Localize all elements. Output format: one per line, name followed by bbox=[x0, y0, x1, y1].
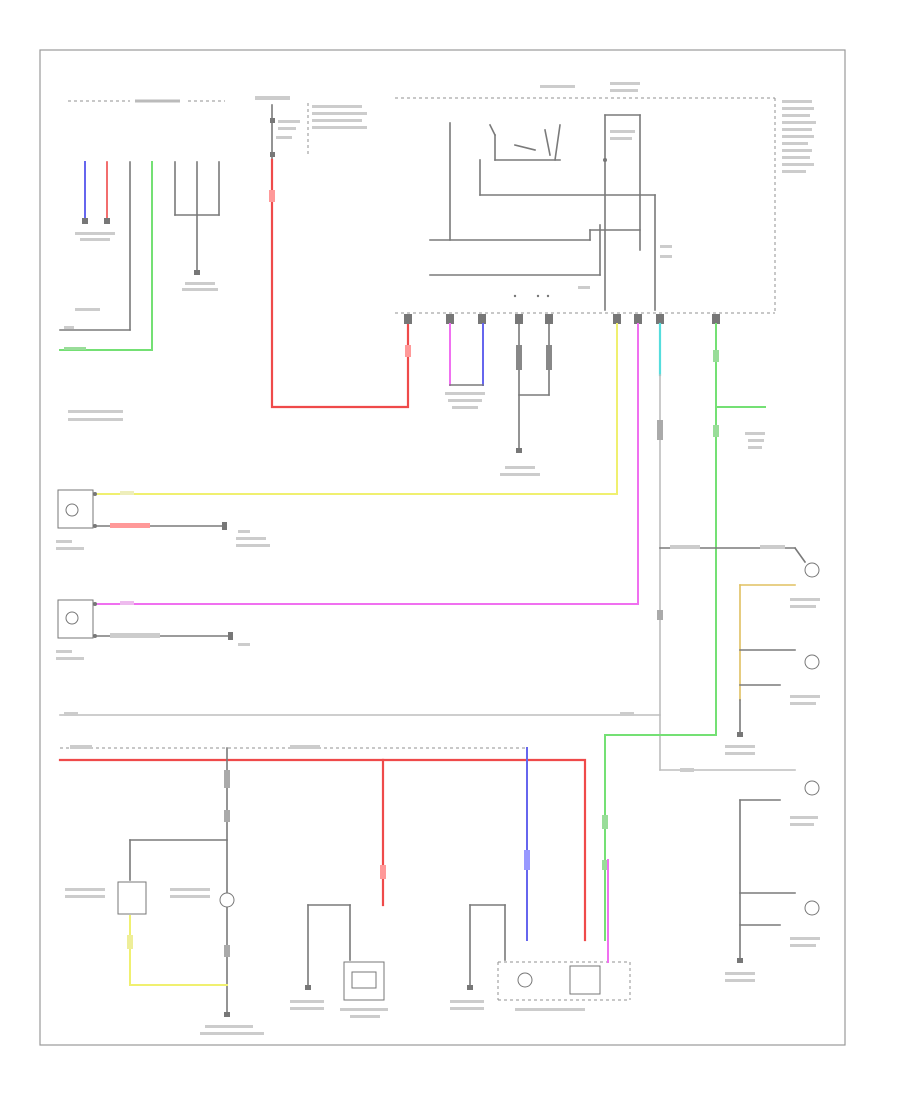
front-left-lamp bbox=[56, 489, 270, 550]
diagram-frame bbox=[39, 49, 846, 1046]
ground-icon bbox=[194, 270, 200, 275]
right-side-lamps bbox=[659, 545, 820, 755]
right-bottom-unit bbox=[450, 859, 631, 1011]
relay-icon bbox=[569, 965, 601, 995]
front-right-lamp bbox=[56, 599, 250, 660]
wire-label bbox=[657, 420, 663, 440]
fuse-block bbox=[255, 96, 367, 161]
label-mark bbox=[448, 399, 482, 402]
bottom-red-wire bbox=[58, 758, 587, 942]
legend-mark bbox=[68, 418, 123, 421]
yellow-wire bbox=[94, 323, 618, 495]
lamp-icon bbox=[804, 900, 820, 916]
label-mark bbox=[445, 392, 485, 395]
control-module bbox=[395, 82, 816, 314]
lamp-icon bbox=[65, 611, 79, 625]
left-return-wires bbox=[59, 308, 153, 351]
wire-label bbox=[524, 850, 530, 870]
center-bottom-unit bbox=[290, 904, 388, 1018]
steering-switch-column bbox=[65, 745, 320, 1035]
ground-icon bbox=[737, 732, 743, 737]
connector-icon bbox=[82, 218, 88, 224]
green-wire-run bbox=[602, 323, 766, 941]
label-mark bbox=[452, 406, 478, 409]
module-connector-row bbox=[404, 314, 720, 324]
pink-lamp-wire bbox=[94, 323, 639, 605]
red-wire-label bbox=[269, 190, 275, 202]
red-wire-label bbox=[405, 345, 411, 357]
ground-icon bbox=[305, 985, 311, 990]
lamp-icon bbox=[219, 892, 235, 908]
ground-icon bbox=[737, 958, 743, 963]
lamp-icon bbox=[517, 972, 533, 988]
ground-icon bbox=[224, 1012, 230, 1017]
lamp-icon bbox=[804, 654, 820, 670]
combination-switch-connectors bbox=[75, 161, 220, 351]
header-label-mark bbox=[135, 99, 180, 103]
relay-icon bbox=[343, 961, 385, 1001]
wire-label bbox=[64, 712, 78, 716]
ground-icon bbox=[222, 522, 227, 530]
ground-icon bbox=[516, 448, 522, 453]
ground-wires bbox=[500, 323, 552, 476]
ground-icon bbox=[467, 985, 473, 990]
wire-label bbox=[620, 712, 634, 716]
lamp-icon bbox=[804, 562, 820, 578]
wire-label bbox=[657, 610, 663, 620]
legend-mark bbox=[68, 410, 123, 413]
ground-icon bbox=[228, 632, 233, 640]
red-power-wire bbox=[270, 158, 410, 409]
rear-side-lamps bbox=[659, 768, 820, 982]
lamp-icon bbox=[804, 780, 820, 796]
lamp-icon bbox=[65, 503, 79, 517]
switch-icon bbox=[117, 881, 147, 915]
wire-label bbox=[380, 865, 386, 879]
connector-icon bbox=[104, 218, 110, 224]
